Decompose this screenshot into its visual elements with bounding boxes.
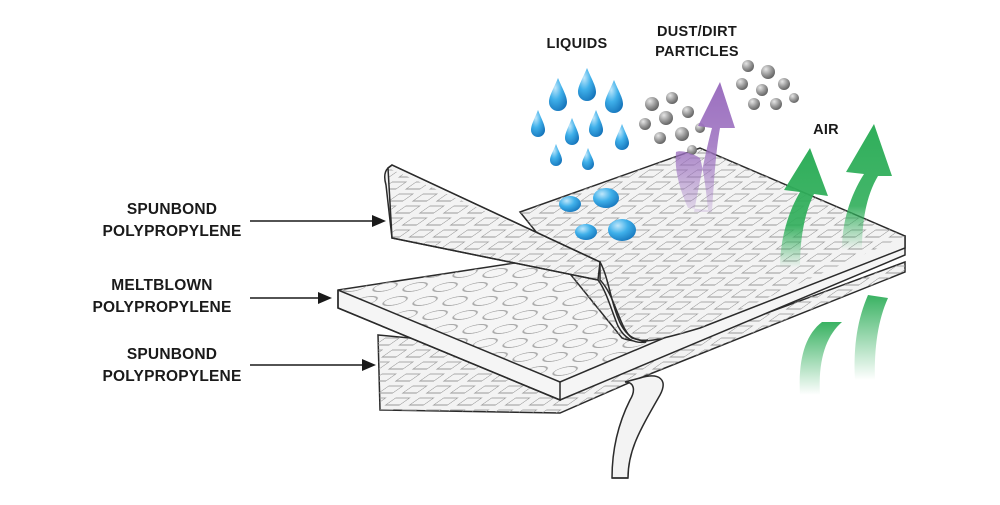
dust-arrow: [675, 82, 735, 212]
dust-particle-icon: [756, 84, 768, 96]
water-drop-icon: [578, 68, 596, 101]
middle-layer-label-line2: POLYPROPYLENE: [93, 299, 232, 316]
dust-particle-icon: [761, 65, 775, 79]
dust-particle-icon: [778, 78, 790, 90]
water-drop-icon: [531, 110, 545, 137]
dust-particle-icon: [675, 127, 689, 141]
liquids-label: LIQUIDS: [547, 36, 608, 52]
water-drop-icon: [549, 78, 567, 111]
dust-label-line2: PARTICLES: [655, 44, 739, 60]
pointer-arrows: [250, 215, 386, 371]
air-arrows-lower: [799, 295, 888, 395]
element-labels: LIQUIDS DUST/DIRT PARTICLES AIR: [547, 24, 839, 138]
middle-layer-label-line1: MELTBLOWN: [111, 277, 212, 294]
water-drop-icon: [575, 224, 597, 240]
air-label: AIR: [813, 122, 839, 138]
dust-particle-icon: [736, 78, 748, 90]
water-drop-icon: [559, 196, 581, 212]
dust-particle-icon: [645, 97, 659, 111]
dust-label-line1: DUST/DIRT: [657, 24, 737, 40]
air-arrows-upper: [780, 124, 892, 268]
top-layer-label-line1: SPUNBOND: [127, 201, 217, 218]
dust-particle-icon: [654, 132, 666, 144]
water-drop-icon: [593, 188, 619, 208]
arrow-up-icon: [675, 82, 735, 212]
dust-particle-icon: [789, 93, 799, 103]
dust-particle-icon: [770, 98, 782, 110]
water-drop-icon: [550, 144, 562, 166]
arrow-up-icon: [842, 124, 892, 250]
bottom-layer-label-line2: POLYPROPYLENE: [103, 368, 242, 385]
dust-particle-icon: [742, 60, 754, 72]
water-drop-icon: [565, 118, 579, 145]
water-drop-icon: [582, 148, 594, 170]
dust-particle-icon: [687, 145, 697, 155]
dust-particle-icon: [748, 98, 760, 110]
arrow-up-icon: [780, 148, 828, 268]
water-drop-icon: [608, 219, 636, 241]
falling-droplets: [531, 68, 629, 170]
top-layer-label-line2: POLYPROPYLENE: [103, 223, 242, 240]
surface-droplets: [559, 188, 636, 241]
dust-particle-icon: [639, 118, 651, 130]
layer-labels: SPUNBOND POLYPROPYLENE MELTBLOWN POLYPRO…: [93, 201, 242, 385]
water-drop-icon: [615, 124, 629, 150]
water-drop-icon: [605, 80, 623, 113]
bottom-layer-label-line1: SPUNBOND: [127, 346, 217, 363]
dust-particle-icon: [682, 106, 694, 118]
dust-particle-icon: [659, 111, 673, 125]
dust-particle-icon: [666, 92, 678, 104]
water-drop-icon: [589, 110, 603, 137]
